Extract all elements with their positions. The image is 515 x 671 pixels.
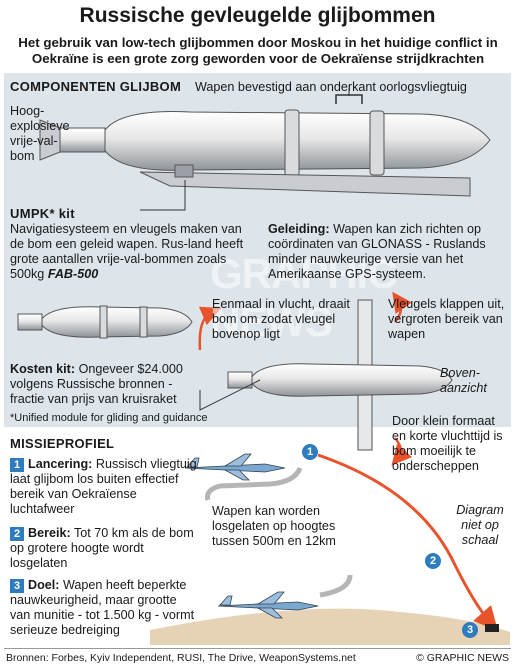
rotate-note: Eenmaal in vlucht, draait bom om zodat v… xyxy=(212,297,350,341)
step-title: Doel: xyxy=(28,578,60,592)
main-bomb-illustration xyxy=(39,88,491,197)
guidance-block: Geleiding: Wapen kan zich richten op coö… xyxy=(268,222,508,282)
components-heading: COMPONENTEN GLIJBOM xyxy=(10,79,182,94)
small-size-note: Door klein formaat en korte vluchttijd i… xyxy=(392,414,503,473)
bomb-label: Hoog-explosieve vrije-val-bom xyxy=(10,104,70,163)
wings-note: Vleugels klappen uit, vergroten bereik v… xyxy=(388,297,505,341)
bomb-trajectory xyxy=(317,453,498,632)
step-title: Lancering: xyxy=(28,457,93,471)
aircraft-top xyxy=(184,453,286,481)
guidance-text: Wapen kan zich richten op coördinaten va… xyxy=(268,222,486,281)
altitude-note: Wapen kan worden losgelaten op hoogtes t… xyxy=(212,504,336,548)
marker-2: 2 xyxy=(425,553,441,569)
target-marker xyxy=(485,624,499,632)
mission-step-1: 1 Lancering: Russisch vliegtuig laat glij… xyxy=(10,457,200,517)
sources: Bronnen: Forbes, Kyiv Independent, RUSI,… xyxy=(6,652,356,664)
cost-heading: Kosten kit: xyxy=(10,362,76,376)
umpk-text: Navigatiesysteem en vleugels maken van d… xyxy=(10,222,255,282)
umpk-fab500: FAB-500 xyxy=(47,267,99,281)
top-view-label: Boven-aanzicht xyxy=(440,366,487,395)
cost-block: Kosten kit: Ongeveer $24.000 volgens Rus… xyxy=(10,362,210,407)
step-text: Wapen heeft beperkte nauwkeurigheid, maa… xyxy=(10,578,195,637)
marker-1: 1 xyxy=(302,444,318,460)
step-number: 2 xyxy=(10,527,24,541)
umpk-heading: UMPK* kit xyxy=(10,206,75,221)
credit: © GRAPHIC NEWS xyxy=(416,652,509,664)
page-title: Russische gevleugelde glijbommen xyxy=(79,4,436,27)
mission-step-3: 3 Doel: Wapen heeft beperkte nauwkeurighe… xyxy=(10,578,200,638)
step-number: 1 xyxy=(10,458,24,472)
aircraft-bottom xyxy=(217,591,319,619)
page-subtitle: Het gebruik van low-tech glijbommen door… xyxy=(18,35,498,66)
watermark: GRAPHIC NEWS xyxy=(210,250,398,345)
step-number: 3 xyxy=(10,579,24,593)
step-title: Bereik: xyxy=(28,526,71,540)
mission-step-2: 2 Bereik: Tot 70 km als de bom op grotere… xyxy=(10,526,200,571)
footnote: *Unified module for gliding and guidance xyxy=(10,412,208,424)
marker-3: 3 xyxy=(462,622,478,638)
step-text: Russisch vliegtuig laat glijbom los buit… xyxy=(10,457,197,516)
scale-note: Diagram niet op schaal xyxy=(456,503,504,547)
footer-rule xyxy=(4,648,511,649)
top-view-bomb-illustration xyxy=(227,299,453,451)
mission-heading: MISSIEPROFIEL xyxy=(10,436,115,451)
umpk-body: Navigatiesysteem en vleugels maken van d… xyxy=(10,222,244,281)
guidance-heading: Geleiding: xyxy=(268,222,330,236)
ground-terrain xyxy=(150,608,510,645)
attach-label: Wapen bevestigd aan onderkant oorlogsvli… xyxy=(195,80,467,94)
side-bomb-illustration xyxy=(17,305,193,339)
step-text: Tot 70 km als de bom op grotere hoogte w… xyxy=(10,526,194,570)
cost-text: Ongeveer $24.000 volgens Russische bronn… xyxy=(10,362,183,406)
